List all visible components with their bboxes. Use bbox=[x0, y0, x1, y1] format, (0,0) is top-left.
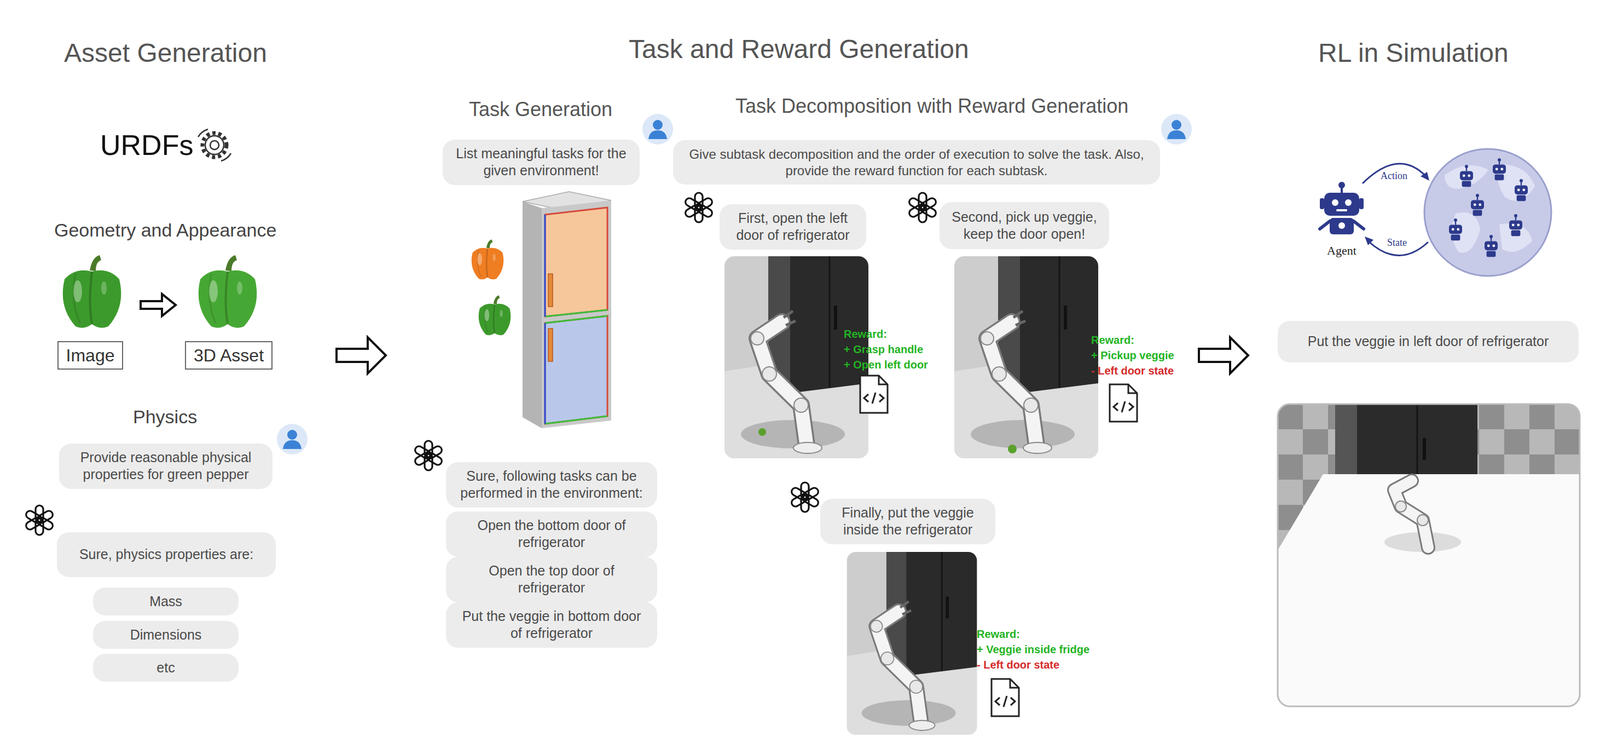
bubble-text: Dimensions bbox=[130, 625, 202, 643]
bubble-text: Open the top door of refrigerator bbox=[455, 561, 648, 597]
reward-term: + Veggie inside fridge bbox=[976, 642, 1090, 656]
agent-robot bbox=[1319, 181, 1364, 235]
bubble-text: Mass bbox=[149, 592, 183, 610]
loop-label: State bbox=[1387, 236, 1407, 249]
bubble-text: First, open the left door of refrigerato… bbox=[729, 209, 857, 245]
bubble-text: Open the bottom door of refrigerator bbox=[455, 516, 648, 552]
reward-title: Reward: bbox=[1091, 333, 1135, 347]
bubble-text: Put the veggie in bottom door of refrige… bbox=[455, 607, 648, 642]
pepper-3d-asset bbox=[198, 254, 258, 328]
reward-term: + Open left door bbox=[843, 357, 929, 371]
orange-pepper bbox=[471, 239, 504, 280]
chat-bubble: First, open the left door of refrigerato… bbox=[719, 204, 867, 250]
chat-bubble: Dimensions bbox=[93, 620, 239, 649]
reward-term: + Pickup veggie bbox=[1091, 348, 1175, 362]
bubble-text: Give subtask decomposition and the order… bbox=[682, 146, 1151, 179]
chat-bubble: Open the top door of refrigerator bbox=[445, 556, 658, 602]
veggie-dot bbox=[1007, 444, 1017, 454]
chat-bubble: Provide reasonable physical properties f… bbox=[59, 443, 273, 489]
chatgpt-logo bbox=[790, 482, 820, 512]
chat-bubble: Second, pick up veggie, keep the door op… bbox=[939, 201, 1110, 249]
subsection-heading: Geometry and Appearance bbox=[54, 218, 277, 242]
hollow-arrow bbox=[140, 293, 176, 316]
bubble-text: Finally, put the veggie inside the refri… bbox=[830, 503, 986, 539]
bubble-text: etc bbox=[156, 658, 175, 676]
hollow-arrow bbox=[336, 337, 386, 374]
hollow-arrow bbox=[1198, 337, 1249, 374]
robot-scene bbox=[846, 551, 977, 735]
veggie-dot bbox=[758, 427, 767, 436]
reward-title: Reward: bbox=[976, 627, 1020, 641]
green-pepper bbox=[478, 294, 512, 335]
subsection-heading: Task Decomposition with Reward Generatio… bbox=[735, 94, 1129, 118]
bubble-text: Provide reasonable physical properties f… bbox=[68, 448, 263, 484]
loop-label: Action bbox=[1380, 170, 1408, 183]
robot-scene bbox=[724, 256, 869, 459]
chat-bubble: Open the bottom door of refrigerator bbox=[445, 511, 658, 557]
chat-bubble: Finally, put the veggie inside the refri… bbox=[820, 498, 996, 544]
chatgpt-logo bbox=[24, 505, 55, 535]
reward-penalty: - Left door state bbox=[976, 657, 1060, 671]
label-box: 3D Asset bbox=[184, 340, 273, 370]
bubble-text: Sure, following tasks can be performed i… bbox=[455, 467, 648, 502]
chatgpt-logo bbox=[413, 440, 444, 471]
user-icon bbox=[276, 423, 308, 455]
bubble-text: 3D Asset bbox=[193, 344, 264, 367]
urdf-label: URDFs bbox=[100, 128, 194, 162]
bubble-text: Image bbox=[66, 344, 115, 367]
subsection-heading: Physics bbox=[132, 405, 197, 428]
agent-label: Agent bbox=[1326, 243, 1357, 258]
section-heading: Asset Generation bbox=[64, 37, 268, 69]
chat-bubble: List meaningful tasks for the given envi… bbox=[442, 139, 640, 185]
code-icon bbox=[991, 678, 1019, 716]
chat-bubble: Sure, physics properties are: bbox=[56, 531, 276, 577]
section-heading: Task and Reward Generation bbox=[628, 33, 970, 66]
label-box: Image bbox=[57, 340, 124, 370]
pepper-image bbox=[62, 254, 122, 328]
chat-bubble: Give subtask decomposition and the order… bbox=[673, 140, 1161, 185]
reward-title: Reward: bbox=[843, 327, 888, 341]
bubble-text: Put the veggie in left door of refrigera… bbox=[1307, 332, 1550, 350]
reward-term: + Grasp handle bbox=[843, 342, 924, 356]
chat-bubble: Mass bbox=[93, 587, 239, 616]
refrigerator-illustration bbox=[522, 191, 612, 428]
chat-bubble: Put the veggie in bottom door of refrige… bbox=[445, 601, 658, 648]
chatgpt-logo bbox=[907, 192, 938, 223]
code-icon bbox=[860, 375, 888, 413]
action-state-arrows bbox=[1362, 163, 1430, 256]
code-icon bbox=[1109, 384, 1138, 422]
world-globe bbox=[1424, 148, 1552, 276]
robot-scene bbox=[954, 256, 1099, 459]
chat-bubble: Sure, following tasks can be performed i… bbox=[445, 461, 658, 508]
user-icon bbox=[642, 113, 674, 145]
bubble-text: Sure, physics properties are: bbox=[79, 545, 254, 563]
reward-penalty: - Left door state bbox=[1091, 363, 1174, 378]
chat-bubble: Put the veggie in left door of refrigera… bbox=[1277, 320, 1579, 363]
bubble-text: List meaningful tasks for the given envi… bbox=[452, 145, 630, 180]
gear-icon bbox=[198, 129, 231, 161]
user-icon bbox=[1161, 113, 1192, 145]
subsection-heading: Task Generation bbox=[468, 97, 613, 121]
chat-bubble: etc bbox=[93, 653, 239, 682]
chatgpt-logo bbox=[683, 192, 714, 223]
simulation-render bbox=[1277, 403, 1580, 706]
bubble-text: Second, pick up veggie, keep the door op… bbox=[949, 208, 1100, 243]
section-heading: RL in Simulation bbox=[1318, 37, 1509, 69]
